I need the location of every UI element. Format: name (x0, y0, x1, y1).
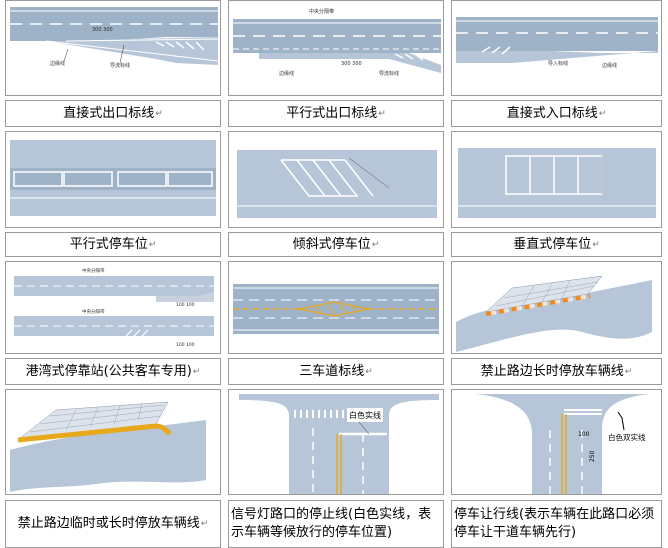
label-a-300: 300 300 (92, 27, 113, 33)
caption-stop-line-signal: 信号灯路口的停止线(白色实线，表示车辆等候放行的停车位置) (228, 500, 444, 548)
diagram-no-long-parking (451, 261, 662, 354)
caption-parallel-parking: 平行式停车位↵ (5, 232, 221, 257)
diagram-yield-stop: 100 250 白色双实线 (451, 389, 662, 495)
diagram-parallel-parking (5, 131, 221, 228)
diagram-angled-parking (228, 131, 444, 228)
diagram-direct-exit: 300 300 边缘线 导流标线 (5, 0, 221, 96)
caption-no-parking-any: 禁止路边临时或长时停放车辆线↵ (5, 500, 221, 548)
caption-vertical-parking: 垂直式停车位↵ (451, 232, 662, 257)
label-c-guide: 导入标线 (548, 60, 568, 67)
label-white-solid: 白色实线 (349, 410, 381, 420)
label-c-edge: 边缘线 (602, 62, 617, 69)
caption-three-lane: 三车道标线↵ (228, 358, 444, 385)
diagram-direct-entrance: 导入标线 边缘线 (451, 0, 662, 96)
diagram-no-parking-any (5, 389, 221, 495)
label-b-300: 300 300 (341, 61, 362, 67)
diagram-bus-bay: 中央分隔带 中央分隔带 100 100 100 100 (5, 261, 221, 354)
caption-angled-parking: 倾斜式停车位↵ (228, 232, 444, 257)
label-b-edge: 边缘线 (279, 70, 294, 77)
caption-parallel-exit: 平行式出口标线↵ (228, 100, 444, 127)
label-center1: 中央分隔带 (82, 267, 105, 274)
label-white-double: 白色双实线 (608, 432, 646, 442)
caption-yield-stop: 停车让行线(表示车辆在此路口必须停车让干道车辆先行) (451, 500, 662, 548)
diagram-stop-line-signal: 白色实线 (228, 389, 444, 495)
caption-bus-bay: 港湾式停靠站(公共客车专用)↵ (5, 358, 221, 385)
label-center2: 中央分隔带 (82, 308, 105, 315)
caption-no-long-parking: 禁止路边长时停放车辆线↵ (451, 358, 662, 385)
caption-direct-entrance: 直接式入口标线↵ (451, 100, 662, 127)
label-dim2: 100 100 (176, 342, 195, 348)
label-dim1: 100 100 (176, 302, 195, 308)
label-a-edge: 边缘线 (50, 60, 65, 67)
label-100: 100 (578, 431, 590, 438)
label-a-guide: 导流标线 (110, 62, 130, 69)
caption-direct-exit: 直接式出口标线↵ (5, 100, 221, 127)
label-b-guide: 导流标线 (379, 70, 399, 77)
label-250: 250 (589, 450, 596, 462)
diagram-parallel-exit: 中央分隔带 300 300 边缘线 导流标线 (228, 0, 444, 96)
diagram-vertical-parking (451, 131, 662, 228)
label-b-center: 中央分隔带 (309, 8, 334, 15)
diagram-three-lane (228, 261, 444, 354)
